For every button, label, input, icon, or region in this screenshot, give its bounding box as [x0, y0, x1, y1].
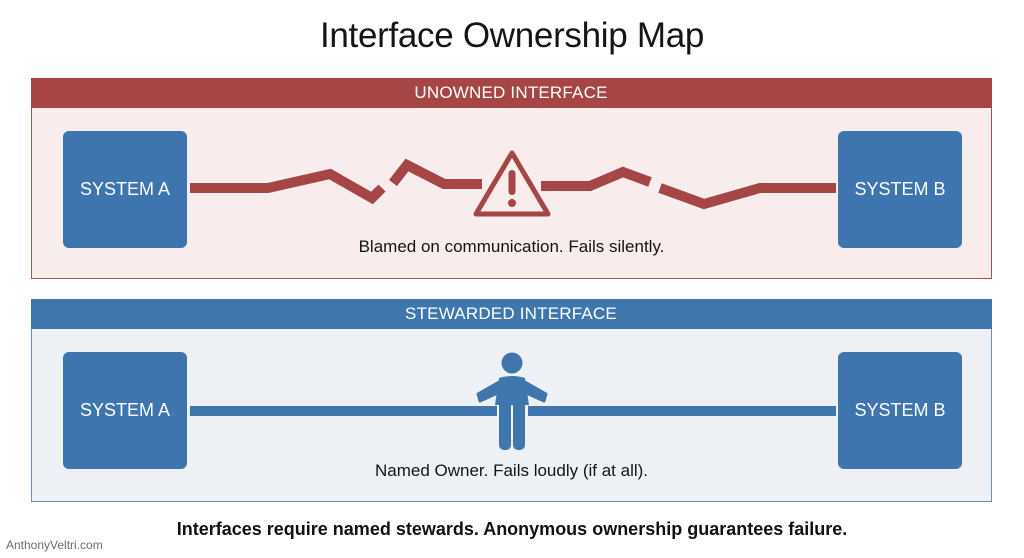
system-a-box: SYSTEM A	[63, 352, 187, 469]
person-steward-icon	[476, 352, 548, 450]
warning-triangle-icon	[473, 150, 551, 217]
stewarded-header: STEWARDED INTERFACE	[30, 298, 992, 329]
diagram-title: Interface Ownership Map	[319, 16, 705, 55]
system-b-box: SYSTEM B	[838, 131, 962, 248]
stewarded-caption: Named Owner. Fails loudly (if at all).	[374, 461, 649, 480]
system-b-box: SYSTEM B	[838, 352, 962, 469]
footer-takeaway: Interfaces require named stewards. Anony…	[176, 519, 848, 539]
credit-watermark: AnthonyVeltri.com	[6, 538, 103, 552]
unowned-header: UNOWNED INTERFACE	[30, 77, 992, 108]
broken-connector-line	[190, 158, 836, 210]
unowned-caption: Blamed on communication. Fails silently.	[358, 237, 665, 256]
system-a-box: SYSTEM A	[63, 131, 187, 248]
